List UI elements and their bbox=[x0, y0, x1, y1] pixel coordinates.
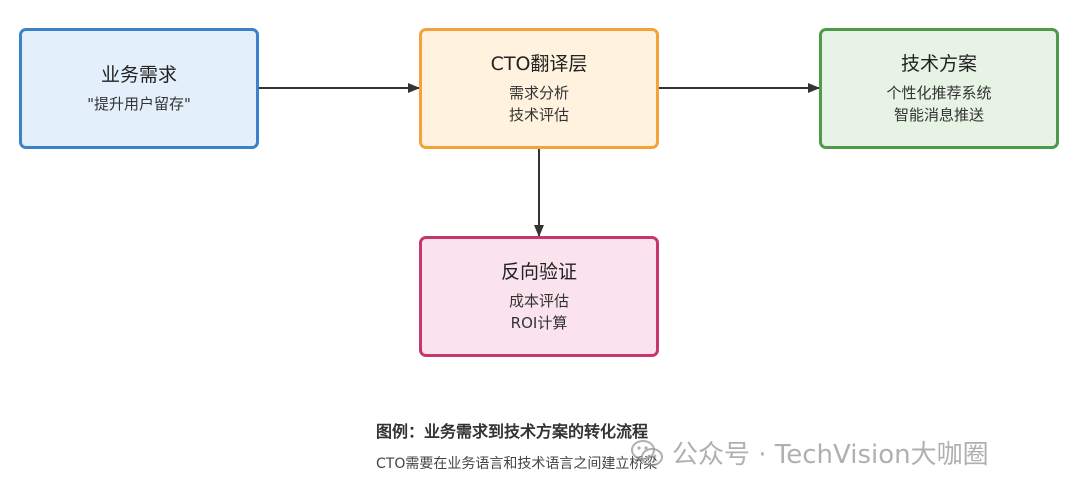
node-detail: 成本评估 bbox=[508, 291, 569, 310]
caption-title: 图例：业务需求到技术方案的转化流程 bbox=[376, 422, 649, 441]
node-detail: 智能消息推送 bbox=[893, 105, 984, 124]
node-business-requirement: 业务需求 "提升用户留存" bbox=[19, 28, 259, 149]
node-detail: 技术评估 bbox=[508, 105, 569, 124]
node-title: 技术方案 bbox=[900, 52, 977, 75]
node-title: 反向验证 bbox=[500, 260, 577, 283]
wechat-icon bbox=[631, 439, 663, 466]
node-technical-solution: 技术方案 个性化推荐系统 智能消息推送 bbox=[819, 28, 1059, 149]
watermark: 公众号 · TechVision大咖圈 bbox=[630, 434, 989, 471]
node-detail: ROI计算 bbox=[510, 313, 568, 332]
watermark-text: 公众号 · TechVision大咖圈 bbox=[672, 440, 989, 470]
caption-subtitle: CTO需要在业务语言和技术语言之间建立桥梁 bbox=[376, 456, 658, 472]
node-cto-translation-layer: CTO翻译层 需求分析 技术评估 bbox=[419, 28, 659, 149]
node-detail: 个性化推荐系统 bbox=[886, 83, 992, 102]
node-detail: "提升用户留存" bbox=[87, 94, 191, 113]
node-reverse-validation: 反向验证 成本评估 ROI计算 bbox=[419, 236, 659, 357]
node-title: 业务需求 bbox=[100, 63, 177, 86]
node-title: CTO翻译层 bbox=[490, 52, 588, 75]
node-detail: 需求分析 bbox=[508, 83, 569, 102]
